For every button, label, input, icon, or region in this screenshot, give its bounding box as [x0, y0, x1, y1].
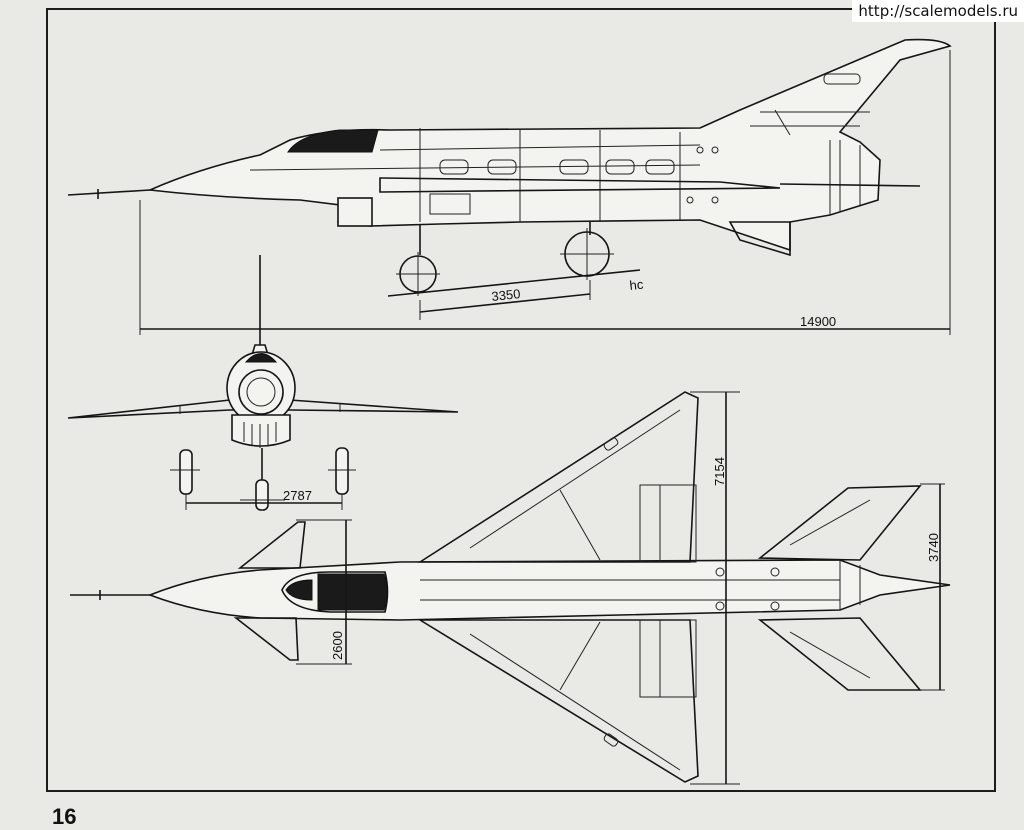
length-dimension: 14900: [139, 50, 951, 335]
wheelbase-dimension: 3350 hс: [387, 269, 645, 320]
track-label: 2787: [283, 488, 312, 503]
wheelbase-label: 3350: [491, 286, 521, 304]
side-view: [67, 38, 952, 257]
watermark: http://scalemodels.ru: [852, 0, 1024, 22]
ground-mark-label: hс: [629, 277, 645, 293]
drawing-frame: [46, 8, 996, 792]
front-view: 2787: [67, 255, 459, 511]
top-view: [70, 391, 951, 783]
top-view-dimensions: 7154 3740 2600: [296, 391, 945, 785]
height-marker-label: 2600: [330, 631, 345, 660]
length-label: 14900: [800, 314, 836, 329]
side-view-wheels: [396, 222, 614, 296]
tailplane-span-label: 3740: [926, 533, 941, 562]
span-label: 7154: [712, 457, 727, 486]
